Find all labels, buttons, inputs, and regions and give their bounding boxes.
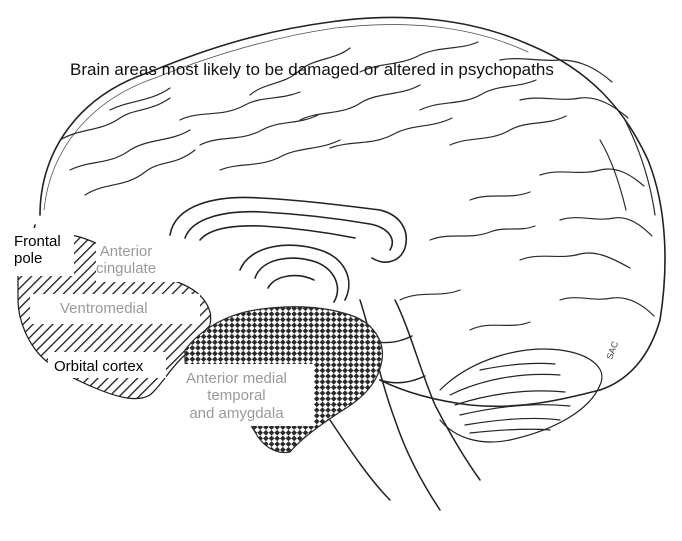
label-anterior-medial-temporal: Anterior medial temporal and amygdala — [186, 370, 287, 422]
label-frontal-pole-line1: Frontal — [14, 233, 61, 250]
label-amyg-line2: temporal — [186, 387, 287, 404]
diagram-title: Brain areas most likely to be damaged or… — [70, 60, 554, 80]
label-amyg-line3: and amygdala — [186, 405, 287, 422]
label-orbital-cortex: Orbital cortex — [54, 358, 143, 375]
label-frontal-pole: Frontal pole — [14, 233, 61, 268]
label-amyg-line1: Anterior medial — [186, 370, 287, 387]
corpus-callosum — [170, 197, 406, 302]
label-anterior-cingulate-line1: Anterior — [96, 243, 156, 260]
label-ventromedial: Ventromedial — [60, 300, 148, 317]
artist-mark: SAC — [604, 339, 620, 360]
label-frontal-pole-line2: pole — [14, 250, 61, 267]
label-anterior-cingulate-line2: cingulate — [96, 260, 156, 277]
label-anterior-cingulate: Anterior cingulate — [96, 243, 156, 278]
